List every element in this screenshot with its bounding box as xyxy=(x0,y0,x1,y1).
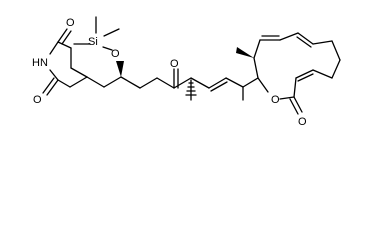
bond xyxy=(49,69,59,81)
bond xyxy=(102,46,113,51)
atom-label-nh: HN xyxy=(32,57,48,69)
bond xyxy=(253,57,259,79)
bond xyxy=(156,77,175,89)
bond xyxy=(257,77,269,93)
atom-label-silicon: Si xyxy=(88,36,98,48)
bond xyxy=(312,69,333,79)
atom-label-lactone-carbonyl-oxygen: O xyxy=(298,116,307,128)
bond xyxy=(210,81,228,92)
bond xyxy=(70,67,88,78)
atom-label-imide-oxygen-bottom: O xyxy=(33,94,42,106)
bond xyxy=(331,40,341,61)
bond xyxy=(69,76,88,88)
bond xyxy=(293,96,303,113)
bond xyxy=(295,69,314,79)
bond xyxy=(103,76,122,88)
bond xyxy=(86,76,105,88)
bond xyxy=(208,77,227,89)
bond xyxy=(57,41,72,49)
bond xyxy=(139,77,158,89)
bond xyxy=(57,28,68,43)
bond xyxy=(173,77,192,89)
alkene xyxy=(210,77,259,101)
bond xyxy=(190,77,210,89)
trimethylsilyl-ether xyxy=(73,16,124,77)
bond xyxy=(42,77,55,94)
chemical-structure: HN O O Si O O O O xyxy=(32,16,341,128)
bond xyxy=(120,76,141,89)
bond xyxy=(297,73,314,82)
macrolactone-ring xyxy=(236,32,341,115)
methyl-stereocenter xyxy=(185,79,197,101)
bond xyxy=(253,39,261,59)
bond xyxy=(103,28,120,37)
bond xyxy=(49,41,59,55)
bond xyxy=(279,32,299,41)
stereo-wedge-bond xyxy=(236,47,254,58)
bond xyxy=(225,77,244,88)
atom-label-silyl-ether-oxygen: O xyxy=(111,48,120,60)
bond xyxy=(46,79,59,96)
glutarimide-ring xyxy=(42,28,88,96)
bond xyxy=(242,77,259,88)
stereo-wedge-bond xyxy=(116,61,124,77)
bond xyxy=(279,96,295,100)
atom-label-imide-oxygen-top: O xyxy=(66,17,75,29)
bond xyxy=(61,30,72,45)
bond xyxy=(57,79,71,88)
bond xyxy=(297,32,314,45)
bond xyxy=(289,98,299,115)
bond xyxy=(293,77,297,98)
bond xyxy=(296,36,312,48)
atom-label-ketone-oxygen: O xyxy=(170,58,179,70)
side-chain xyxy=(86,76,227,89)
ketone xyxy=(173,68,179,89)
atom-label-lactone-ring-oxygen: O xyxy=(271,94,280,106)
bond xyxy=(331,59,341,79)
bond xyxy=(312,40,333,45)
atom-labels: HN O O Si O O O O xyxy=(32,17,307,128)
